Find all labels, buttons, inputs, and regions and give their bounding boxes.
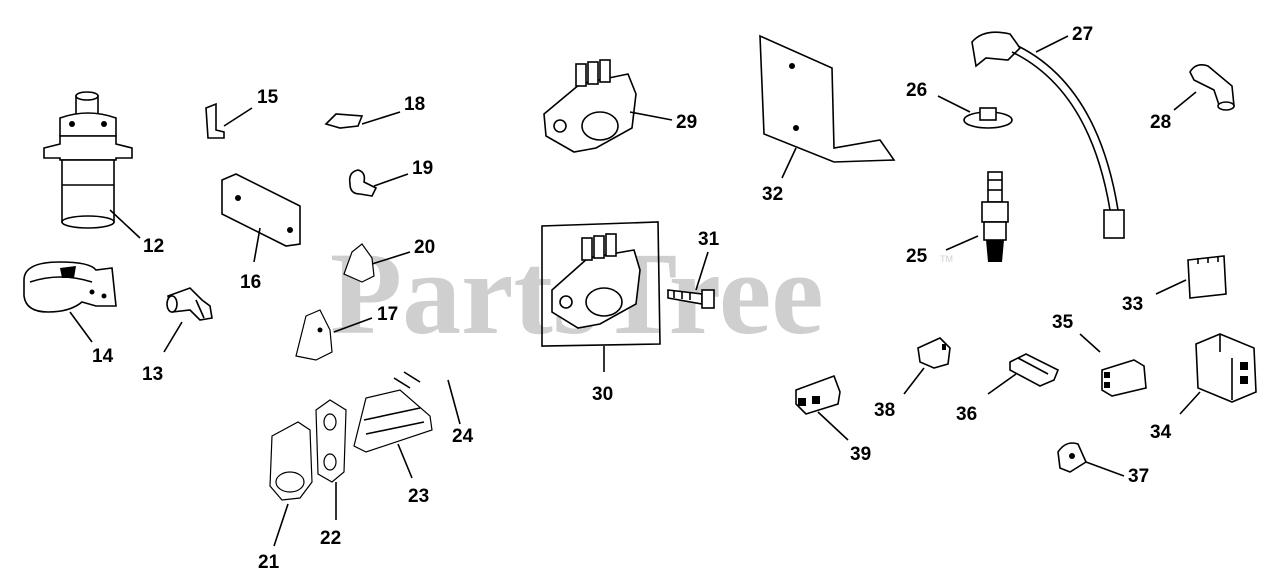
part-30-rectifier-regulator-kit[interactable]: 30 bbox=[541, 221, 661, 405]
part-24-terminal[interactable]: 24 bbox=[393, 371, 474, 447]
part-32-mounting-bracket[interactable]: 32 bbox=[759, 34, 896, 205]
callout-25: 25 bbox=[906, 246, 928, 267]
callout-37: 37 bbox=[1128, 466, 1149, 487]
callout-30: 30 bbox=[592, 384, 613, 405]
part-23-terminal-strip[interactable]: 23 bbox=[353, 389, 433, 507]
callout-35: 35 bbox=[1052, 312, 1074, 333]
callout-14: 14 bbox=[92, 346, 114, 367]
part-38-clip[interactable]: 38 bbox=[874, 337, 951, 421]
callout-21: 21 bbox=[258, 552, 280, 573]
fuse-holder-icon bbox=[1009, 353, 1060, 387]
coil-bracket-icon bbox=[23, 261, 117, 313]
part-26-washer[interactable]: 26 bbox=[906, 80, 1013, 129]
part-18-clip[interactable]: 18 bbox=[324, 94, 425, 129]
mounting-bracket-icon bbox=[759, 34, 896, 163]
callout-15: 15 bbox=[257, 87, 279, 108]
part-21-cover[interactable]: 21 bbox=[258, 421, 313, 573]
watermark-trademark: TM bbox=[940, 254, 953, 264]
ignition-coil-icon bbox=[43, 91, 133, 229]
callout-27: 27 bbox=[1072, 24, 1093, 45]
callout-33: 33 bbox=[1122, 294, 1143, 315]
callout-32: 32 bbox=[762, 184, 783, 205]
terminal-strip-icon bbox=[353, 389, 433, 453]
clip-icon bbox=[324, 113, 364, 129]
callout-18: 18 bbox=[404, 94, 425, 115]
part-35-connector[interactable]: 35 bbox=[1052, 312, 1147, 397]
bracket-icon bbox=[205, 102, 225, 139]
terminal-icon bbox=[1187, 255, 1227, 299]
part-17-bracket[interactable]: 17 bbox=[295, 304, 398, 361]
callout-31: 31 bbox=[698, 229, 720, 250]
callout-36: 36 bbox=[956, 404, 977, 425]
screw-icon bbox=[667, 289, 715, 309]
callout-24: 24 bbox=[452, 426, 474, 447]
part-19-clamp[interactable]: 19 bbox=[348, 158, 433, 197]
connector-icon bbox=[1101, 359, 1147, 397]
callout-16: 16 bbox=[240, 272, 261, 293]
part-25-spark-plug[interactable]: 25 bbox=[906, 171, 1009, 267]
spark-plug-icon bbox=[981, 171, 1009, 262]
connector-icon bbox=[795, 374, 841, 415]
terminal-icon bbox=[393, 371, 421, 389]
callout-38: 38 bbox=[874, 400, 895, 421]
boot-icon bbox=[1189, 64, 1235, 111]
callout-29: 29 bbox=[676, 112, 697, 133]
rectifier-regulator-icon bbox=[551, 233, 641, 329]
rectifier-regulator-icon bbox=[543, 59, 637, 153]
plate-icon bbox=[221, 173, 301, 247]
callout-22: 22 bbox=[320, 528, 341, 549]
part-16-plate[interactable]: 16 bbox=[221, 173, 301, 293]
callout-26: 26 bbox=[906, 80, 927, 101]
part-34-connector-housing[interactable]: 34 bbox=[1150, 333, 1257, 443]
gasket-icon bbox=[315, 399, 347, 483]
part-31-screw[interactable]: 31 bbox=[667, 229, 720, 309]
bracket-icon bbox=[295, 309, 333, 361]
callout-12: 12 bbox=[143, 236, 164, 257]
part-22-gasket[interactable]: 22 bbox=[315, 399, 347, 549]
bracket-icon bbox=[343, 243, 375, 283]
part-27-spark-plug-lead[interactable]: 27 bbox=[971, 24, 1125, 239]
callout-39: 39 bbox=[850, 444, 871, 465]
callout-23: 23 bbox=[408, 486, 429, 507]
callout-19: 19 bbox=[412, 158, 433, 179]
part-15-bracket[interactable]: 15 bbox=[205, 87, 279, 139]
part-37-cap[interactable]: 37 bbox=[1057, 442, 1149, 487]
part-13-condenser[interactable]: 13 bbox=[142, 287, 213, 385]
part-14-coil-bracket[interactable]: 14 bbox=[23, 261, 117, 367]
condenser-icon bbox=[166, 287, 213, 321]
callout-17: 17 bbox=[377, 304, 398, 325]
part-20-bracket[interactable]: 20 bbox=[343, 237, 435, 283]
part-36-fuse-holder[interactable]: 36 bbox=[956, 353, 1060, 425]
clamp-icon bbox=[348, 169, 378, 197]
cap-icon bbox=[1057, 442, 1088, 473]
callout-20: 20 bbox=[414, 237, 435, 258]
part-29-rectifier-regulator[interactable]: 29 bbox=[543, 59, 697, 153]
clip-icon bbox=[917, 337, 951, 369]
callout-28: 28 bbox=[1150, 112, 1171, 133]
part-28-boot[interactable]: 28 bbox=[1150, 64, 1235, 133]
part-12-ignition-coil[interactable]: 12 bbox=[43, 91, 164, 257]
cover-icon bbox=[269, 421, 313, 501]
part-39-connector[interactable]: 39 bbox=[795, 374, 871, 465]
part-33-terminal[interactable]: 33 bbox=[1122, 255, 1227, 315]
callout-34: 34 bbox=[1150, 422, 1172, 443]
callout-13: 13 bbox=[142, 364, 163, 385]
washer-icon bbox=[963, 107, 1013, 129]
spark-plug-lead-icon bbox=[971, 31, 1125, 239]
connector-housing-icon bbox=[1195, 333, 1257, 403]
